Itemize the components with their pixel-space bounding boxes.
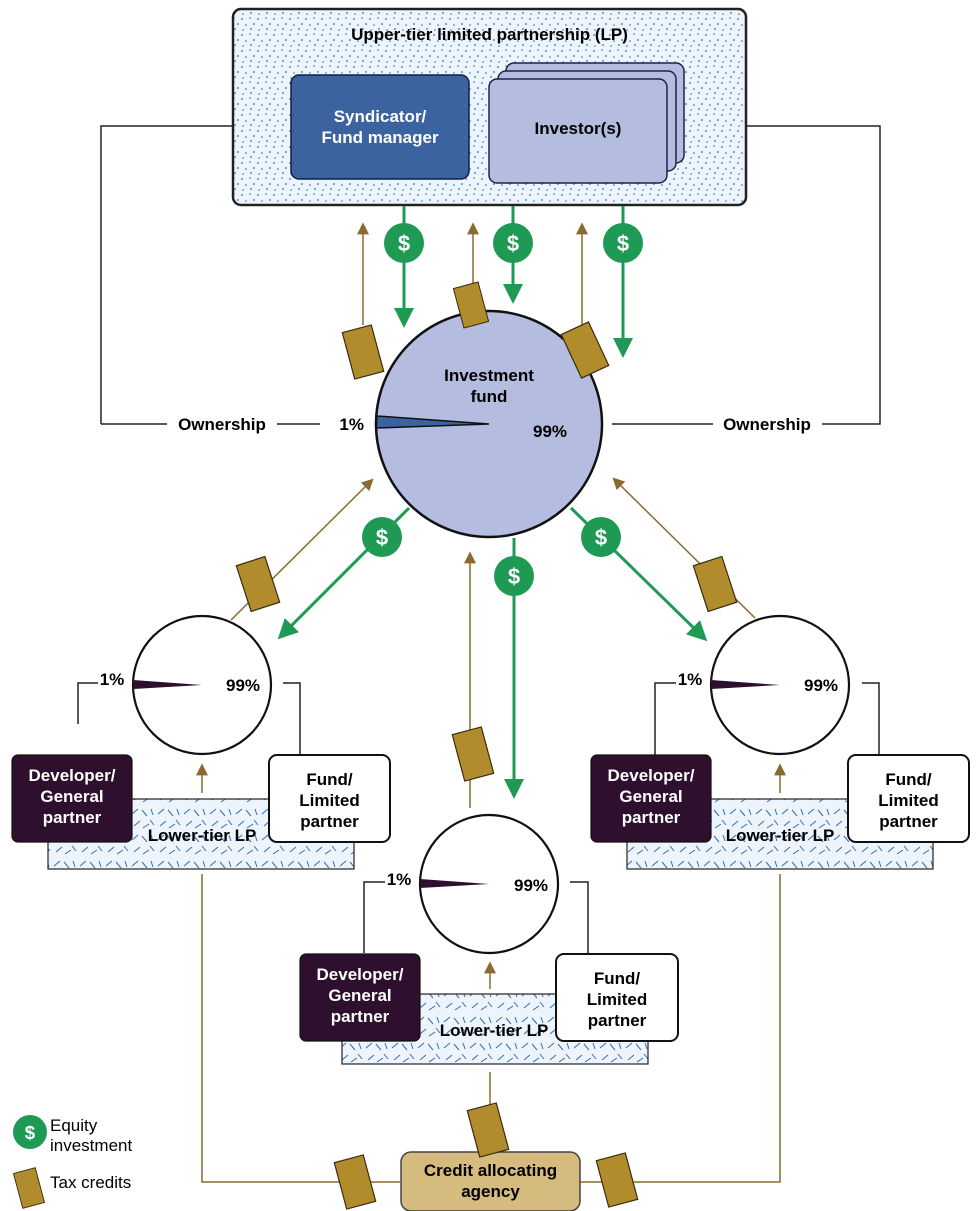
share-large-label: 99% [803, 676, 839, 695]
equity-coin-icon [603, 223, 643, 263]
share-large-label: 99% [513, 876, 549, 895]
ownership-bracket-right [746, 125, 881, 425]
tax-credit-card-icon [235, 555, 281, 613]
fund-label: Investment fund [444, 366, 534, 406]
share-small-label: 1% [99, 670, 125, 689]
developer-general-partner-label: Developer/ General partner [316, 965, 404, 1026]
lower-tier-lp-label: Lower-tier LP [147, 826, 257, 845]
ownership-bracket-left [100, 125, 233, 424]
share-small-label: 1% [677, 670, 703, 689]
legend-tax-credit-icon [13, 1167, 45, 1209]
ownership-label-left: Ownership [178, 415, 266, 434]
lower-tier-lp-label: Lower-tier LP [725, 826, 835, 845]
ownership-label-right: Ownership [723, 415, 811, 434]
developer-general-partner-label: Developer/ General partner [607, 766, 695, 827]
equity-coin-icon [494, 556, 534, 596]
lower-tier-project-right [590, 614, 970, 870]
tax-credit-card-icon [341, 324, 385, 380]
legend-equity-label: Equity investment [50, 1116, 133, 1155]
agency-line-right [580, 874, 781, 1183]
share-small-label: 1% [386, 870, 412, 889]
fund-small-slice [375, 415, 490, 429]
lower-tier-project-center [299, 813, 679, 1065]
investors-label: Investor(s) [534, 119, 622, 138]
syndicator-box [290, 74, 470, 180]
legend-tax-credits-label: Tax credits [50, 1173, 132, 1192]
tax-credit-card-icon [333, 1154, 377, 1210]
fund-limited-partner-label: Fund/ Limited partner [299, 770, 360, 831]
tax-credit-card-icon [466, 1102, 510, 1158]
developer-general-partner-label: Developer/ General partner [28, 766, 116, 827]
fund-limited-partner-label: Fund/ Limited partner [878, 770, 939, 831]
fund-share-small: 1% [339, 415, 364, 434]
equity-coin-icon [581, 517, 621, 557]
share-large-label: 99% [225, 676, 261, 695]
investor-stack [488, 62, 685, 184]
equity-coin-icon [362, 517, 402, 557]
fund-share-large: 99% [532, 422, 568, 441]
lower-tier-lp-label: Lower-tier LP [439, 1021, 549, 1040]
agency-label: Credit allocating agency [423, 1161, 558, 1201]
agency-line-left [201, 874, 400, 1183]
equity-coin-icon [493, 223, 533, 263]
tax-credit-card-icon [595, 1152, 639, 1208]
lower-tier-project-left [11, 614, 391, 870]
upper-tier-title: Upper-tier limited partnership (LP) [351, 25, 628, 44]
legend-equity-icon [13, 1115, 47, 1149]
equity-coin-icon [384, 223, 424, 263]
tax-credit-card-icon [451, 726, 495, 782]
fund-limited-partner-label: Fund/ Limited partner [586, 969, 648, 1030]
tax-credit-card-icon [692, 555, 738, 613]
syndicator-label: Syndicator/ Fund manager [321, 107, 439, 147]
